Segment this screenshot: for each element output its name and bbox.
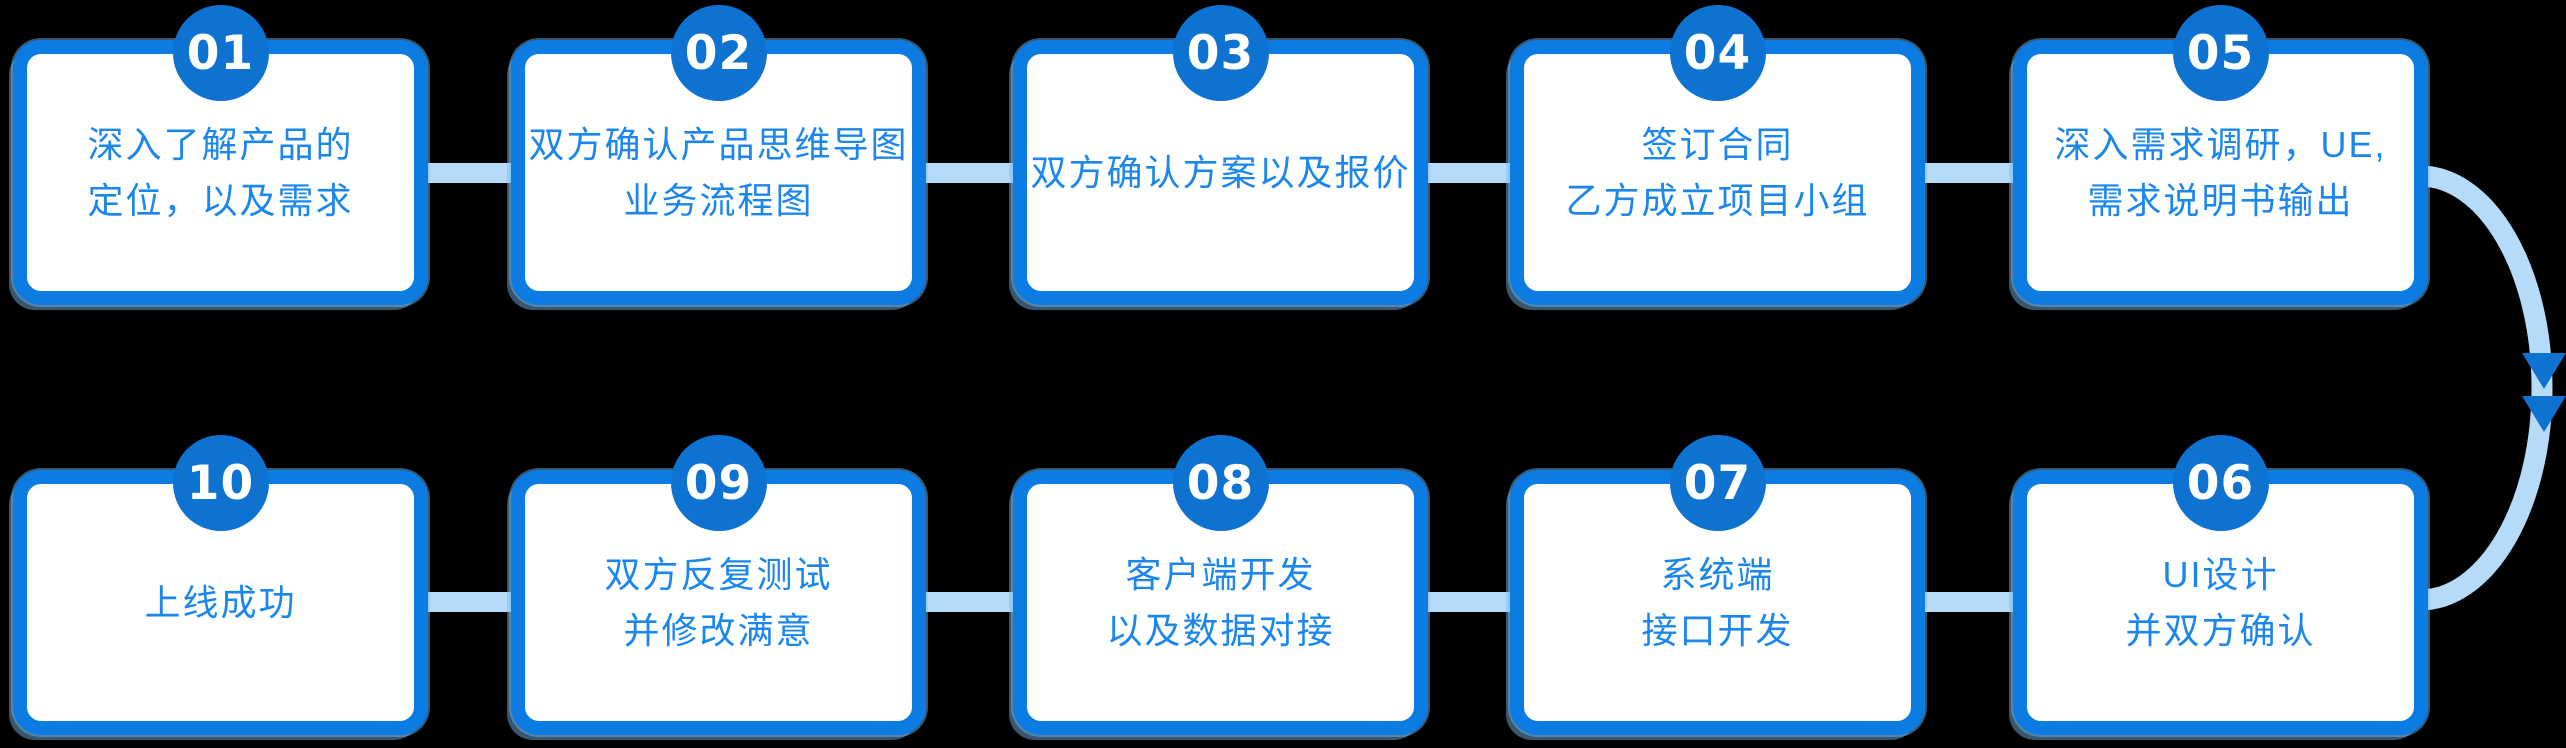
step-text: 系统端 接口开发 — [1641, 547, 1793, 659]
arrowhead-down-icon — [2522, 396, 2566, 432]
step-number-badge: 03 — [1172, 5, 1269, 101]
step-number: 05 — [2186, 25, 2255, 81]
step-number-badge: 04 — [1669, 5, 1766, 101]
step-card-07: 07 系统端 接口开发 — [1510, 435, 1925, 735]
connector-07-06 — [1919, 592, 2019, 612]
step-text-line: 乙方成立项目小组 — [1565, 179, 1870, 221]
step-text-line: 深入了解产品的 — [87, 123, 354, 165]
step-card-03: 03 双方确认方案以及报价 — [1013, 5, 1428, 305]
step-text-line: 并双方确认 — [2125, 609, 2316, 651]
step-text-line: 定位，以及需求 — [87, 179, 354, 221]
step-number: 08 — [1186, 455, 1255, 511]
step-text-line: 上线成功 — [144, 581, 297, 623]
step-card-10: 10 上线成功 — [13, 435, 428, 735]
step-number-badge: 08 — [1172, 435, 1269, 531]
connector-04-05 — [1919, 163, 2019, 183]
step-text: 双方反复测试 并修改满意 — [604, 547, 832, 659]
step-text: 客户端开发 以及数据对接 — [1106, 547, 1334, 659]
step-number: 03 — [1186, 25, 1255, 81]
step-text: 双方确认方案以及报价 — [1030, 145, 1410, 201]
connector-08-07 — [1422, 592, 1516, 612]
step-number: 10 — [186, 455, 255, 511]
step-text-line: 双方确认产品思维导图 — [528, 123, 909, 165]
step-number-badge: 07 — [1669, 435, 1766, 531]
arrowhead-down-icon — [2522, 353, 2566, 389]
flow-arrow-curve — [2419, 165, 2553, 611]
step-text: 上线成功 — [144, 575, 296, 631]
step-text-line: 业务流程图 — [623, 179, 814, 221]
step-card-06: 06 UI设计 并双方确认 — [2013, 435, 2428, 735]
step-text: 签订合同 乙方成立项目小组 — [1565, 117, 1869, 229]
step-card-02: 02 双方确认产品思维导图 业务流程图 — [511, 5, 926, 305]
step-number: 07 — [1683, 455, 1752, 511]
connector-03-04 — [1422, 163, 1516, 183]
step-number-badge: 06 — [2172, 435, 2269, 531]
step-number: 01 — [186, 25, 255, 81]
step-text-line: 深入需求调研，UE, — [2054, 123, 2387, 165]
step-text: 双方确认产品思维导图 业务流程图 — [528, 117, 908, 229]
step-text-line: 签订合同 — [1641, 123, 1794, 165]
step-text-line: 系统端 — [1660, 553, 1775, 595]
step-card-01: 01 深入了解产品的 定位，以及需求 — [13, 5, 428, 305]
step-number: 04 — [1683, 25, 1752, 81]
connector-01-02 — [422, 163, 517, 183]
step-text-line: 以及数据对接 — [1106, 609, 1335, 651]
step-number: 09 — [684, 455, 753, 511]
step-number: 06 — [2186, 455, 2255, 511]
step-number-badge: 09 — [670, 435, 767, 531]
step-number-badge: 05 — [2172, 5, 2269, 101]
step-number: 02 — [684, 25, 753, 81]
step-card-04: 04 签订合同 乙方成立项目小组 — [1510, 5, 1925, 305]
step-text-line: 双方反复测试 — [604, 553, 833, 595]
step-text-line: 并修改满意 — [623, 609, 814, 651]
step-card-05: 05 深入需求调研，UE, 需求说明书输出 — [2013, 5, 2428, 305]
step-number-badge: 01 — [172, 5, 269, 101]
step-text: UI设计 并双方确认 — [2125, 547, 2315, 659]
connector-09-08 — [920, 592, 1019, 612]
step-text-line: 双方确认方案以及报价 — [1030, 151, 1411, 193]
step-text-line: UI设计 — [2162, 553, 2279, 595]
step-text-line: 需求说明书输出 — [2087, 179, 2354, 221]
step-text-line: 客户端开发 — [1125, 553, 1316, 595]
step-number-badge: 02 — [670, 5, 767, 101]
step-card-09: 09 双方反复测试 并修改满意 — [511, 435, 926, 735]
step-text-line: 接口开发 — [1641, 609, 1794, 651]
connector-02-03 — [920, 163, 1019, 183]
connector-10-09 — [422, 592, 517, 612]
step-text: 深入需求调研，UE, 需求说明书输出 — [2054, 117, 2386, 229]
step-card-08: 08 客户端开发 以及数据对接 — [1013, 435, 1428, 735]
step-text: 深入了解产品的 定位，以及需求 — [87, 117, 353, 229]
step-number-badge: 10 — [172, 435, 269, 531]
